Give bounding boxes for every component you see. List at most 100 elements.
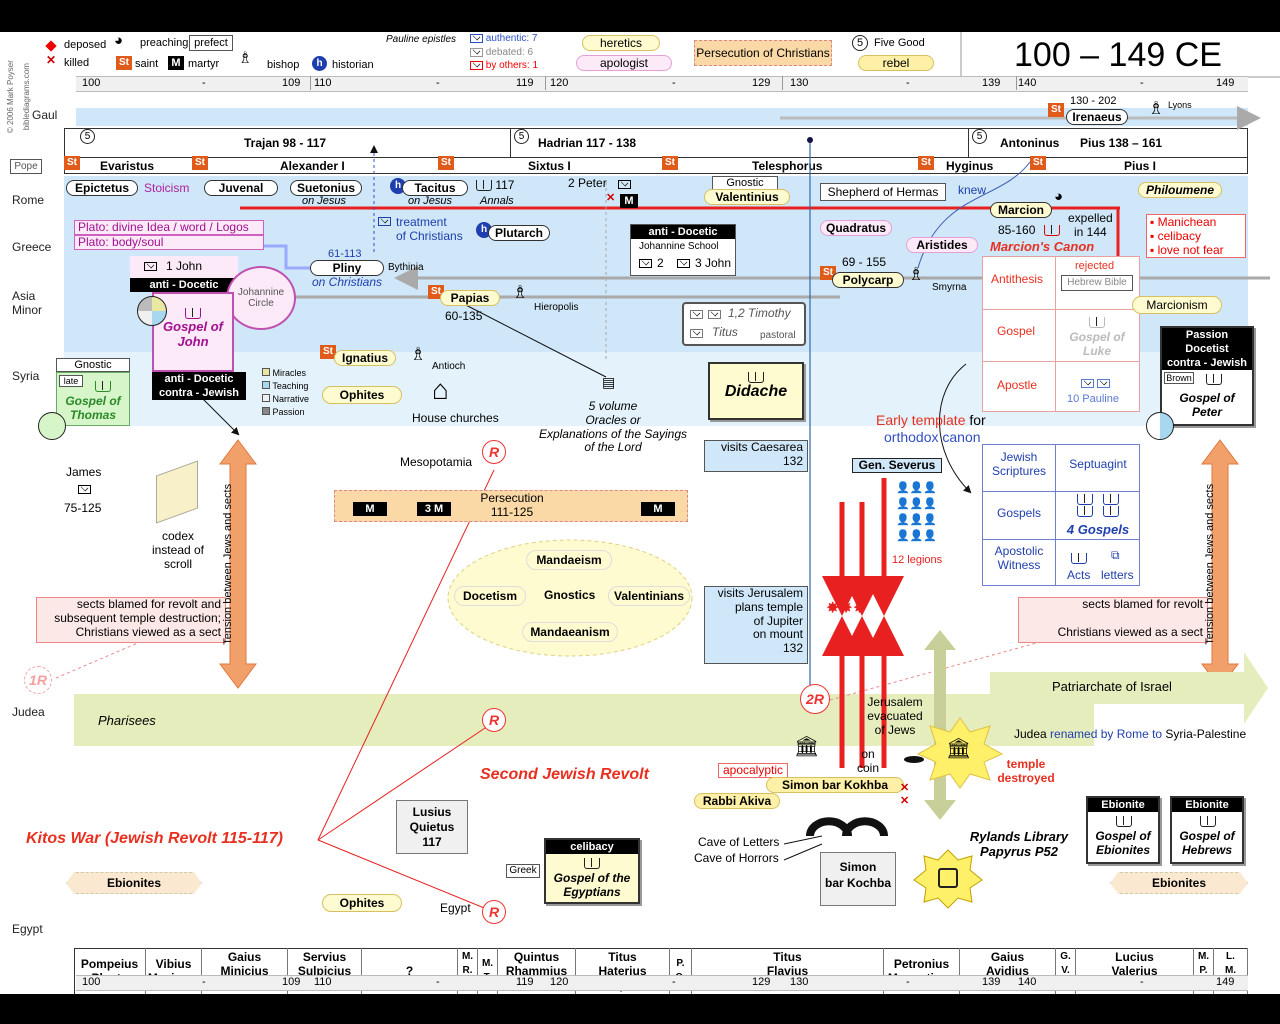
docetism: Docetism — [454, 586, 526, 606]
simon-bar-kokhba: Simon bar Kokhba — [766, 777, 904, 793]
book-icon — [1077, 493, 1094, 505]
envelope-icon — [470, 60, 483, 70]
pastoral-box: 1,2 Timothy Titus pastoral — [682, 302, 806, 346]
emperor-num: 5 — [976, 131, 983, 142]
philoumene: Philoumene — [1138, 182, 1222, 198]
ruler-120: 120 — [550, 77, 569, 89]
ruler-dash: - — [436, 77, 440, 89]
anti-docetic-header: anti - Docetic — [152, 372, 246, 386]
envelope-icon — [378, 217, 391, 226]
ebionites-left: Ebionites — [106, 876, 161, 890]
legend-by-others: by others: 1 — [470, 60, 538, 72]
timothy: 1,2 Timothy — [728, 306, 791, 320]
greek-label: Greek — [506, 864, 540, 878]
grid-line — [1055, 257, 1056, 411]
sects-blamed-left: sects blamed for revolt and subsequent t… — [36, 597, 226, 643]
legend-apologist: apologist — [576, 55, 672, 71]
book-icon — [1077, 506, 1094, 518]
manichean: ▪ Manichean — [1150, 215, 1217, 229]
legend-bishop: bishop — [267, 59, 300, 71]
envelope-icon — [639, 259, 652, 268]
gen-severus: Gen. Severus — [852, 458, 942, 473]
patriarchate: Patriarchate of Israel — [1052, 679, 1172, 694]
pope-saint-icon: St — [662, 156, 678, 170]
book-icon — [1206, 374, 1222, 385]
ruler-109: 109 — [282, 976, 301, 988]
james: James — [66, 465, 102, 479]
mandaeism: Mandaeism — [526, 550, 612, 570]
region-pope: Pope — [10, 159, 42, 174]
bishop-icon: ♗ — [1148, 98, 1165, 118]
late-label: late — [59, 375, 83, 387]
emperor-num: 5 — [518, 131, 525, 142]
john3: 3 John — [695, 256, 732, 270]
gospel-hebrews-box: Ebionite Gospel of Hebrews — [1170, 796, 1244, 864]
killed-icon: ✕ — [46, 53, 57, 67]
suetonius: Suetonius — [290, 180, 362, 196]
thomas-gnostic: Gnostic — [56, 358, 130, 372]
plutarch: Plutarch — [488, 225, 550, 241]
anti-docetic-header: anti - Docetic — [631, 225, 735, 239]
persecution-111-125: Persecution 111-125 — [480, 491, 544, 519]
acts: Acts — [1067, 568, 1091, 582]
book-icon — [1071, 553, 1087, 564]
kitos-war: Kitos War (Jewish Revolt 115-117) — [26, 830, 283, 847]
legend-killed: killed — [64, 57, 90, 69]
aristides: Aristides — [906, 237, 978, 253]
grid-line — [1055, 445, 1056, 585]
anti-docetic-header: anti - Docetic — [130, 278, 238, 292]
legion-icons: 👤👤👤 👤👤👤 👤👤👤 👤👤👤 — [896, 482, 938, 542]
pope-saint-icon: St — [438, 156, 454, 170]
bythinia: Bythinia — [388, 262, 424, 273]
papyrus-icon — [938, 868, 958, 888]
lyons: Lyons — [1168, 100, 1192, 110]
evacuation-arrow — [924, 630, 956, 820]
valentinians: Valentinians — [608, 586, 690, 606]
grid-line — [983, 539, 1139, 540]
emperor-divider — [968, 128, 969, 158]
ruler-149: 149 — [1216, 77, 1235, 89]
legend-saint-icon: St — [116, 56, 132, 70]
region-greece: Greece — [12, 240, 52, 254]
region-egypt: Egypt — [12, 922, 43, 936]
visits-caesarea: visits Caesarea 132 — [704, 440, 808, 472]
legend-five-good: Five Good — [874, 37, 925, 49]
letters-icon: ⧉ — [1111, 548, 1120, 562]
legions: 12 legions — [892, 554, 943, 566]
annals-label: Annals — [480, 195, 514, 207]
kitos-line — [317, 721, 495, 841]
preaching-icon: ◕ — [1054, 188, 1064, 205]
pharisees: Pharisees — [98, 713, 156, 728]
gospel-of-luke: Gospel of Luke — [1069, 330, 1125, 358]
hebrew-bible: Hebrew Bible — [1061, 275, 1133, 291]
book-icon — [584, 858, 600, 869]
cave-icon — [806, 817, 888, 837]
five-good-icon: 5 — [852, 35, 868, 51]
ruler-dash: - — [202, 77, 206, 89]
gospel: Gospel — [997, 324, 1036, 338]
ruler-140: 140 — [1018, 976, 1037, 988]
marcion: Marcion — [990, 202, 1052, 218]
ruler-129: 129 — [752, 976, 771, 988]
emperor-antoninus: Antoninus — [1000, 136, 1060, 150]
emperor-num: 5 — [84, 131, 91, 142]
renamed-a: Judea — [1014, 727, 1051, 741]
five-good-num: 5 — [856, 37, 864, 49]
gospel-thomas-box: late Gospel of Thomas — [56, 372, 130, 426]
five-good-icon: 5 — [972, 129, 987, 144]
tension-label-left: Tension between Jews and sects — [222, 483, 235, 645]
governor-cell: ? — [362, 948, 458, 994]
four-gospels: 4 Gospels — [1066, 522, 1130, 537]
gnostic-label: Gnostic — [712, 176, 778, 190]
renamed-b: renamed by Rome to — [1050, 727, 1163, 741]
gospel-john: Gospel of John — [163, 319, 223, 349]
expelled: expelled in 144 — [1068, 211, 1113, 239]
early-template-for: for — [965, 412, 986, 428]
telesphorus-dot — [807, 137, 813, 143]
legend: deposed ✕ killed ◕ preaching prefect St … — [36, 32, 956, 77]
cave-line — [783, 835, 823, 845]
legend-persecution: Persecution of Christians — [694, 40, 832, 66]
johannine-circle: Johannine Circle — [226, 266, 296, 330]
five-good-icon: 5 — [514, 129, 529, 144]
ruler-dash: - — [672, 77, 676, 89]
